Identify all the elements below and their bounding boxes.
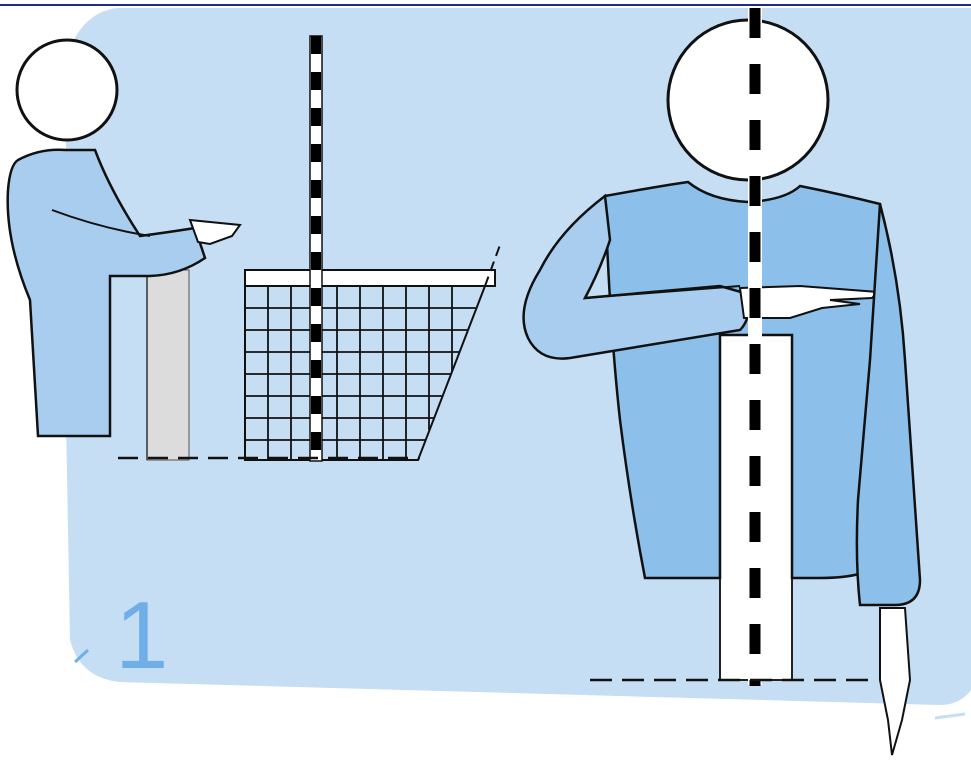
antenna-rod-right — [748, 8, 762, 686]
net-post — [147, 270, 189, 460]
right-referee-hanging-hand — [880, 608, 910, 755]
left-referee-head — [17, 40, 117, 140]
antenna-rod-left — [310, 36, 322, 461]
step-number: 1 — [115, 582, 168, 689]
